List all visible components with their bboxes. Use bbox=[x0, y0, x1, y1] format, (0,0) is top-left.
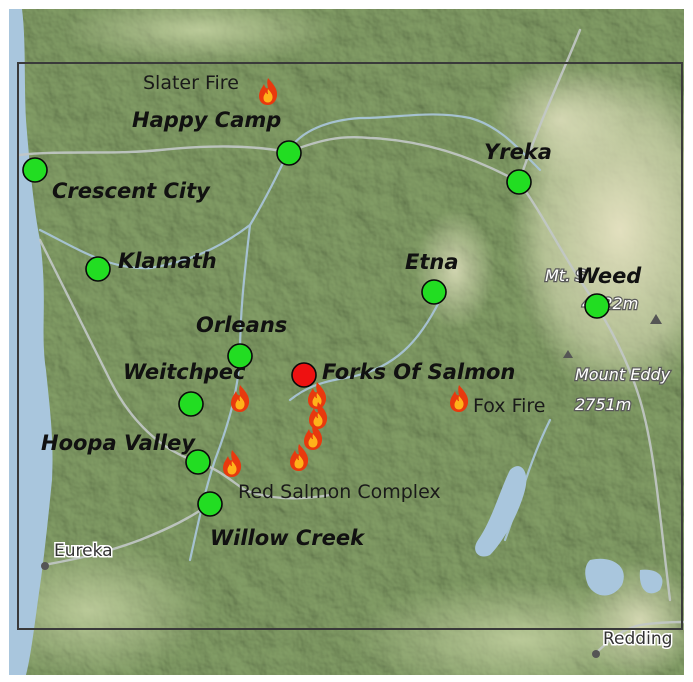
lakes bbox=[475, 466, 663, 596]
town-willow-creek[interactable]: Willow Creek bbox=[197, 491, 366, 550]
town-etna[interactable]: Etna bbox=[405, 250, 459, 305]
town-marker[interactable] bbox=[22, 157, 48, 183]
town-marker[interactable] bbox=[197, 491, 223, 517]
fire-label-red-salmon: Red Salmon Complex bbox=[238, 481, 441, 503]
town-label: Hoopa Valley bbox=[41, 431, 196, 455]
town-weed[interactable]: Weed bbox=[576, 264, 642, 319]
town-marker[interactable] bbox=[584, 293, 610, 319]
mount-eddy-name: Mount Eddy bbox=[575, 365, 671, 384]
eureka-label: Eureka bbox=[54, 541, 113, 561]
town-marker[interactable] bbox=[85, 256, 111, 282]
selected-town-marker[interactable] bbox=[291, 362, 317, 388]
town-marker[interactable] bbox=[506, 169, 532, 195]
town-label: Forks Of Salmon bbox=[322, 360, 515, 384]
peak-icon bbox=[650, 314, 662, 324]
town-orleans[interactable]: Orleans bbox=[196, 313, 287, 369]
town-label: Weitchpec bbox=[123, 360, 246, 384]
town-label: Happy Camp bbox=[132, 108, 281, 132]
roads bbox=[18, 28, 684, 654]
town-weitchpec[interactable]: Weitchpec bbox=[123, 360, 246, 417]
map-extent-frame bbox=[17, 62, 683, 630]
town-label: Klamath bbox=[118, 249, 217, 273]
town-label: Etna bbox=[405, 250, 459, 274]
eureka-marker bbox=[41, 562, 49, 570]
town-crescent-city[interactable]: Crescent City bbox=[22, 157, 211, 203]
town-marker[interactable] bbox=[276, 140, 302, 166]
town-marker[interactable] bbox=[185, 449, 211, 475]
town-forks-of-salmon[interactable]: Forks Of Salmon bbox=[291, 360, 515, 388]
town-yreka[interactable]: Yreka bbox=[484, 140, 552, 195]
fire-label-slater: Slater Fire bbox=[143, 72, 239, 94]
town-happy-camp[interactable]: Happy Camp bbox=[132, 108, 302, 166]
town-marker[interactable] bbox=[421, 279, 447, 305]
town-label: Weed bbox=[576, 264, 642, 288]
fire-label-fox: Fox Fire bbox=[473, 395, 545, 417]
peak-icon-2 bbox=[563, 350, 573, 358]
terrain-layer bbox=[9, 9, 684, 675]
town-label: Willow Creek bbox=[210, 526, 366, 550]
town-klamath[interactable]: Klamath bbox=[85, 249, 217, 282]
mount-eddy-elevation: 2751m bbox=[575, 395, 631, 414]
town-label: Crescent City bbox=[52, 179, 211, 203]
redding-marker bbox=[592, 650, 600, 658]
town-label: Yreka bbox=[484, 140, 552, 164]
fire-labels: Slater Fire Fox Fire Red Salmon Complex bbox=[143, 72, 545, 503]
town-marker[interactable] bbox=[227, 343, 253, 369]
town-marker[interactable] bbox=[178, 391, 204, 417]
peak-label-name: Mt. S bbox=[545, 266, 585, 285]
town-label: Orleans bbox=[196, 313, 287, 337]
map-view[interactable]: Eureka Redding Mt. S 4322m Mount Eddy 27… bbox=[9, 9, 684, 675]
redding-label: Redding bbox=[603, 629, 672, 649]
town-hoopa-valley[interactable]: Hoopa Valley bbox=[41, 431, 211, 475]
ocean bbox=[9, 9, 53, 675]
